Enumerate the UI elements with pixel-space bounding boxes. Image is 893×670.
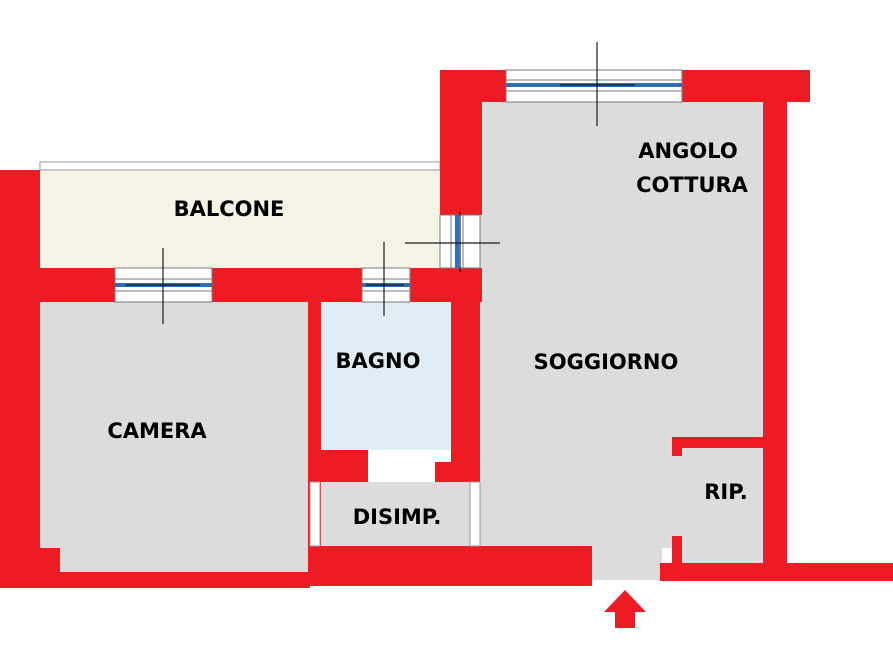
- window-markers: [125, 42, 635, 324]
- rip-floor: [682, 448, 764, 563]
- label-disimp: DISIMP.: [353, 505, 442, 529]
- label-camera: CAMERA: [107, 419, 207, 443]
- bagno-floor: [321, 302, 451, 450]
- label-bagno: BAGNO: [336, 349, 421, 373]
- bagno-bottom-wall-right: [435, 462, 480, 482]
- balcony-bottom-wall-left: [20, 268, 115, 302]
- disimp-floor: [320, 482, 470, 546]
- rip-door-gap: [672, 456, 682, 536]
- kitchen-left-wall: [440, 70, 482, 215]
- bottom-wall-middle: [310, 546, 592, 586]
- room-labels: BALCONE CAMERA BAGNO DISIMP. SOGGIORNO A…: [107, 139, 748, 529]
- label-rip: RIP.: [704, 480, 748, 504]
- disimp-door-gap: [469, 481, 481, 547]
- bagno-bottom-wall-left: [320, 450, 368, 482]
- camera-floor: [22, 302, 308, 572]
- label-angolo: ANGOLO: [638, 139, 737, 163]
- soggiorno-doorway-floor: [592, 546, 662, 580]
- bagno-door-gap: [368, 462, 435, 470]
- window-soggiorno-top: [505, 69, 683, 103]
- right-wall: [763, 101, 787, 563]
- balcone-floor: [40, 170, 440, 268]
- door-gaps: [309, 456, 682, 547]
- balcony-railing-line: [39, 161, 441, 171]
- up-arrow-icon: [604, 590, 646, 628]
- camera-door-gap: [309, 481, 321, 547]
- bagno-right-wall: [451, 268, 480, 482]
- bottom-wall-right: [660, 563, 893, 581]
- room-floors: [22, 101, 764, 580]
- balcony-bottom-wall-middle: [212, 268, 362, 302]
- left-wall: [0, 170, 40, 588]
- walls: [0, 70, 893, 588]
- label-cottura: COTTURA: [636, 173, 749, 197]
- label-soggiorno: SOGGIORNO: [534, 350, 679, 374]
- balcony-railing: [39, 161, 441, 171]
- label-balcone: BALCONE: [174, 197, 285, 221]
- rip-top-wall: [672, 437, 763, 448]
- bottom-wall-camera: [20, 572, 310, 588]
- top-wall-right-segment: [682, 70, 810, 102]
